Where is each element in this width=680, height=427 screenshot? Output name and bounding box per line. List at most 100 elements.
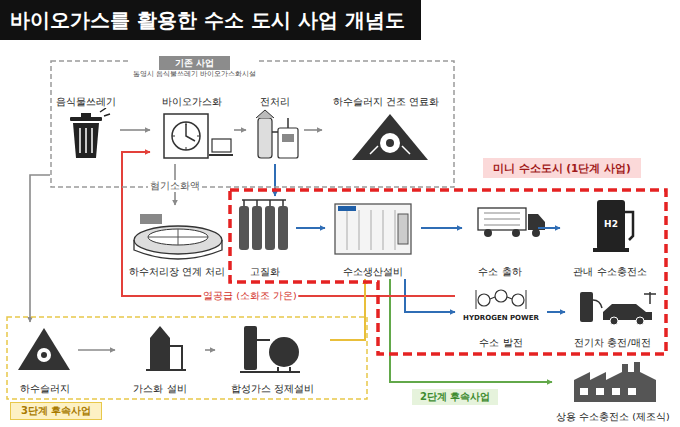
factory-icon [596, 388, 604, 395]
gas-purifier-icon [244, 326, 257, 370]
node-label-text: 수소 발전 [478, 337, 523, 349]
region-outline [7, 317, 367, 399]
node-label-text: 고질화 [249, 266, 281, 278]
trash-icon [70, 117, 102, 121]
sludge-pile-icon [41, 352, 47, 358]
icon-caption: H2 [604, 219, 618, 230]
flow-arrow [120, 129, 150, 131]
factory-icon [628, 388, 636, 395]
flow-arrow [234, 129, 246, 131]
flow-arrow [122, 152, 455, 296]
flow-arrow [304, 129, 322, 131]
node-label-text: 바이오가스화 [161, 96, 223, 108]
pretreatment-icon [256, 110, 298, 158]
gas-cylinders-icon [265, 206, 275, 250]
gas-purifier-icon [240, 340, 300, 372]
node-label-text: 수소생산설비 [342, 266, 404, 278]
gas-cylinders-icon [242, 200, 286, 206]
fuel-cell-icon [476, 290, 526, 309]
node-label: 바이오가스화 [150, 96, 234, 108]
process-node: 상용 수소충전소 (제조식) [552, 362, 674, 424]
gas-purifier-icon [269, 337, 299, 367]
process-node: 수소 출하 [462, 196, 538, 279]
ev-charger-icon [603, 304, 652, 320]
ev-charger-icon [644, 292, 656, 304]
fuel-cell-icon [476, 290, 526, 309]
region-heading: 3단계 후속사업 [10, 402, 102, 420]
sludge-dryer-icon [352, 114, 428, 160]
pretreatment-icon [258, 118, 272, 158]
hydrogen-pump-icon [593, 248, 629, 252]
fuel-cell-icon [512, 294, 524, 306]
process-node: 전처리 [246, 96, 304, 164]
title-text: 바이오가스를 활용한 수소 도시 사업 개념도 [10, 7, 405, 34]
node-label-text: 수소 출하 [477, 266, 522, 278]
process-node: 하수처리장 연계 처리 [125, 205, 230, 279]
trash-icon [100, 108, 110, 116]
truck-icon [512, 229, 520, 237]
node-label: 하수슬러지 건조 연료화 [322, 96, 450, 108]
flow-arrow [538, 227, 560, 229]
node-label: 전처리 [246, 96, 304, 108]
process-node: 수소생산설비 [325, 196, 421, 279]
node-label: 수소 발전 [455, 337, 547, 349]
node-label: 전기차 충전/매전 [565, 337, 660, 349]
sludge-pile-icon [37, 348, 51, 362]
trash-icon [70, 108, 110, 158]
process-node: 바이오가스화 [150, 96, 234, 164]
node-label: 수소 출하 [462, 266, 538, 278]
gas-cylinders-icon [278, 206, 288, 250]
sludge-pile-icon [18, 328, 70, 370]
hydrogen-pump-icon [597, 200, 625, 250]
pretreatment-icon [256, 110, 274, 118]
node-label-text: 하수슬러지 건조 연료화 [332, 96, 440, 108]
edge-label: 열공급 (소화조 가온) [201, 290, 298, 302]
gasifier-icon [170, 346, 182, 370]
flow-arrow [78, 349, 115, 351]
biogas-plant-icon [164, 114, 208, 158]
node-label: 하수슬러지 [12, 383, 78, 395]
group-region: 미니 수소도시 (1단계 사업)고질화수소생산설비수소 출하관내 수소충전소수소… [228, 188, 668, 356]
node-label-text: 관내 수소충전소 [572, 266, 647, 278]
title-banner: 바이오가스를 활용한 수소 도시 사업 개념도 [0, 0, 421, 40]
gasifier-icon [146, 369, 186, 371]
process-node: 음식물쓰레기 [52, 96, 120, 164]
region-subtitle: 통영시 음식물쓰레기 바이오가스화시설 [133, 70, 256, 79]
flow-arrow [330, 279, 365, 340]
flow-arrow [30, 175, 50, 322]
sewage-plant-icon [134, 240, 222, 259]
sewage-plant-icon [148, 229, 208, 245]
flow-arrow [390, 279, 552, 382]
flow-arrow [296, 227, 325, 229]
factory-icon [580, 388, 588, 395]
gasifier-icon [146, 326, 186, 370]
truck-icon [484, 213, 520, 225]
node-label: 음식물쓰레기 [52, 96, 120, 108]
region-heading: 미니 수소도시 (1단계 사업) [483, 158, 641, 178]
node-label: 상용 수소충전소 (제조식) [552, 411, 674, 423]
region-heading: 기존 사업통영시 음식물쓰레기 바이오가스화시설 [130, 51, 259, 79]
process-node: 관내 수소충전소 [560, 196, 660, 279]
trash-icon [81, 113, 91, 117]
fuel-cell-icon [478, 294, 490, 306]
ev-charger-icon [610, 317, 618, 325]
region-outline [51, 61, 454, 187]
gas-cylinders-icon [239, 206, 249, 250]
group-region: 3단계 후속사업하수슬러지가스화 설비합성가스 정제설비 [6, 316, 368, 400]
biogas-plant-icon [172, 122, 200, 150]
sludge-dryer-icon [386, 139, 394, 147]
gasifier-icon [150, 326, 170, 338]
fuel-cell-icon [495, 290, 507, 302]
flow-arrow [421, 227, 462, 229]
pretreatment-icon [282, 134, 294, 142]
truck-icon [478, 208, 526, 230]
truck-icon [478, 208, 545, 237]
flow-arrow [205, 349, 215, 351]
biogas-plant-icon [186, 124, 195, 141]
node-label: 수소생산설비 [325, 266, 421, 278]
trash-icon [80, 128, 92, 153]
process-node: 전기차 충전/매전 [565, 286, 660, 350]
hydrogen-production-icon [398, 214, 408, 244]
